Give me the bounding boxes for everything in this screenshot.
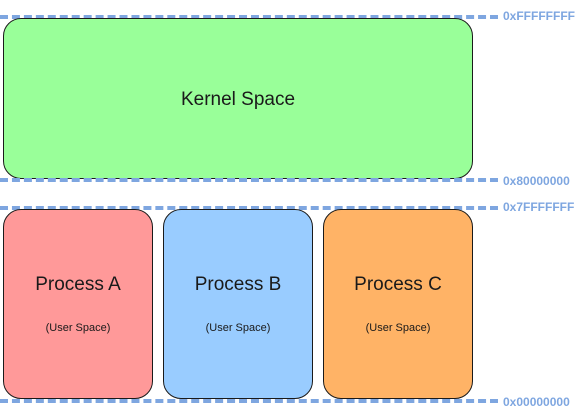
process-c-box: Process C (User Space) (323, 209, 473, 399)
kernel-start-boundary-line (0, 178, 498, 182)
process-a-label: Process A (35, 274, 121, 295)
address-label-kernel-start: 0x80000000 (503, 174, 570, 188)
bottom-boundary-line (0, 399, 498, 403)
process-b-label: Process B (194, 274, 282, 295)
kernel-space-label: Kernel Space (180, 89, 296, 110)
address-label-top: 0xFFFFFFFF (503, 9, 575, 23)
process-b-box: Process B (User Space) (163, 209, 313, 399)
kernel-space-box: Kernel Space (3, 18, 473, 179)
user-end-boundary-line (0, 206, 498, 210)
address-label-user-end: 0x7FFFFFFF (503, 200, 575, 214)
process-b-sublabel: (User Space) (205, 322, 271, 334)
address-label-bottom: 0x00000000 (503, 395, 570, 409)
top-boundary-line (0, 15, 498, 19)
process-c-label: Process C (354, 274, 442, 295)
process-c-sublabel: (User Space) (365, 322, 431, 334)
process-a-box: Process A (User Space) (3, 209, 153, 399)
process-a-sublabel: (User Space) (45, 322, 111, 334)
